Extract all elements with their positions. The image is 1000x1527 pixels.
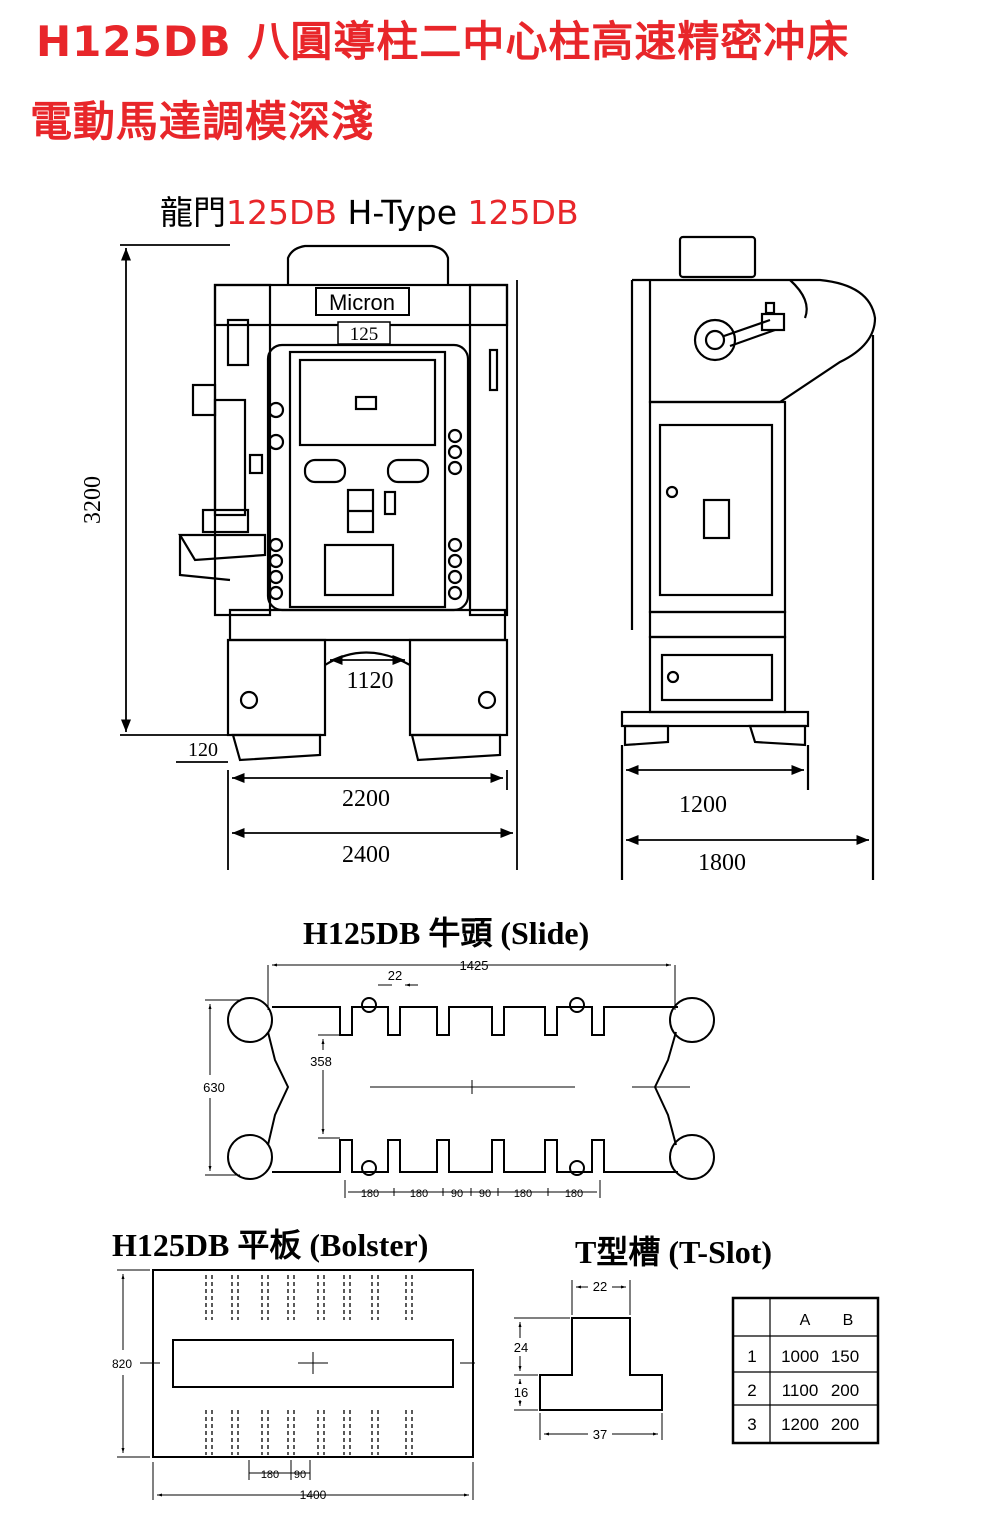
table-row-3-n: 3	[747, 1415, 756, 1434]
caption-model-1: 125DB	[226, 193, 338, 232]
machine-caption: 龍門125DB H-Type 125DB	[160, 186, 579, 234]
table-row-3-b: 200	[831, 1415, 859, 1434]
slide-pitch-4: 90	[479, 1188, 491, 1200]
page-title-line2: 電動馬達調模深淺	[30, 97, 375, 146]
dim-base-height: 120	[188, 739, 218, 761]
slide-pitch-5: 180	[514, 1188, 532, 1200]
front-dimensions	[120, 244, 518, 870]
tslot-table	[731, 1296, 880, 1445]
table-header-a: A	[800, 1312, 811, 1329]
table-row-1-n: 1	[747, 1347, 756, 1366]
slide-dim-slot: 22	[388, 968, 402, 983]
tslot-dim-bottom: 37	[593, 1427, 607, 1442]
page-title-line1: H125DB 八圓導柱二中心柱高速精密冲床	[36, 17, 850, 66]
table-row-2-a: 1100	[782, 1381, 819, 1400]
dim-width-2400: 2400	[342, 842, 390, 868]
bolster-title: H125DB 平板 (Bolster)	[112, 1227, 429, 1263]
dim-inner-width: 1120	[346, 668, 393, 694]
tslot-dim-top: 22	[593, 1279, 607, 1294]
bolster-dim-height: 820	[112, 1357, 132, 1371]
caption-model-2: 125DB	[467, 193, 579, 232]
caption-type-en: H-Type	[347, 193, 458, 232]
slide-dim-inner: 358	[310, 1054, 332, 1069]
dim-width-2200: 2200	[342, 786, 390, 812]
tslot-dimensions	[514, 1280, 663, 1440]
slide-pitch-3: 90	[451, 1188, 463, 1200]
slide-pitch-2: 180	[410, 1188, 428, 1200]
slide-dim-length: 1425	[460, 958, 489, 973]
brand-label: Micron	[329, 290, 395, 315]
slide-pitch-6: 180	[565, 1188, 583, 1200]
dim-height: 3200	[80, 476, 106, 524]
slide-centerlines	[205, 963, 690, 1198]
tslot-dim-upper: 24	[514, 1340, 528, 1355]
table-row-2-b: 200	[831, 1381, 859, 1400]
brand-plate: Micron 125	[315, 287, 410, 345]
dim-depth-1800: 1800	[698, 850, 746, 876]
bolster-dim-pitch-a: 180	[261, 1469, 279, 1481]
table-row-2-n: 2	[747, 1381, 756, 1400]
table-header-b: B	[843, 1312, 854, 1329]
bolster-drawing	[140, 1269, 475, 1458]
slide-drawing	[227, 997, 715, 1180]
tslot-drawing	[539, 1317, 663, 1411]
caption-type-zh: 龍門	[160, 193, 226, 232]
slide-dim-height: 630	[203, 1080, 225, 1095]
table-row-1-b: 150	[831, 1347, 859, 1366]
table-row-1-a: 1000	[781, 1347, 819, 1366]
dim-depth-1200: 1200	[679, 792, 727, 818]
model-plate-label: 125	[350, 324, 379, 345]
tslot-title: T型槽 (T-Slot)	[575, 1234, 773, 1270]
bolster-dim-pitch-b: 90	[294, 1469, 306, 1481]
bolster-dimensions	[117, 1269, 474, 1500]
slide-pitch-1: 180	[361, 1188, 379, 1200]
side-dimensions	[626, 764, 869, 846]
side-view	[620, 235, 877, 880]
front-view	[178, 244, 509, 762]
bolster-dim-width: 1400	[300, 1488, 327, 1502]
bolster-tslots	[205, 1275, 413, 1455]
slide-title: H125DB 牛頭 (Slide)	[303, 915, 590, 951]
tslot-dim-lower: 16	[514, 1385, 528, 1400]
table-row-3-a: 1200	[781, 1415, 819, 1434]
